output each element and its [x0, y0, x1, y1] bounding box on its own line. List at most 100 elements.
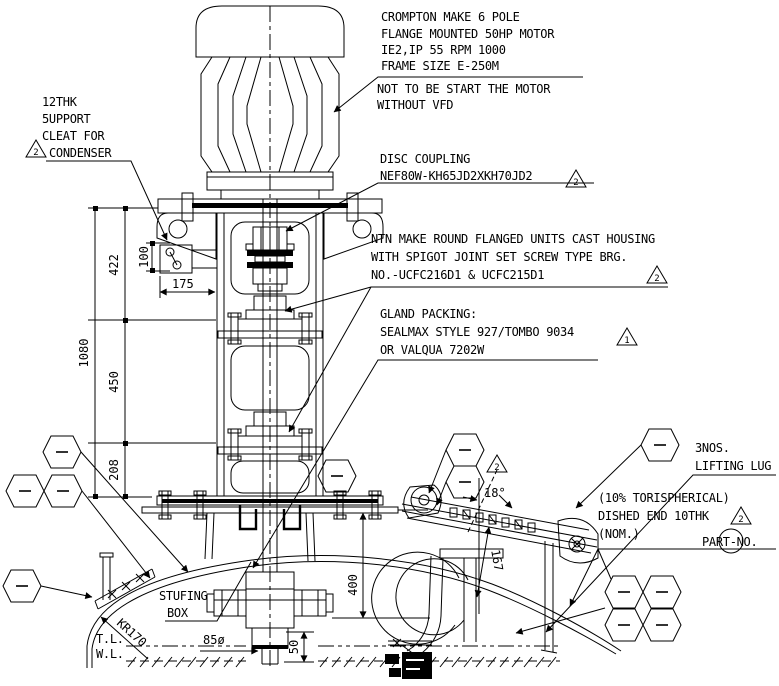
balloon-hex [640, 428, 680, 462]
dim-85-text: 85ø [203, 633, 225, 647]
revision-triangle-cleat: 2 [25, 139, 47, 158]
stuffing-box [238, 505, 302, 531]
pipe-bend-inner [395, 558, 469, 636]
dim-400: 400 [332, 512, 430, 619]
wl-section-detail [385, 638, 432, 679]
dim-50: 50 [284, 631, 314, 663]
head-lug-assembly [371, 484, 599, 659]
note-box: BOX [167, 606, 189, 620]
balloon-hex [43, 474, 83, 508]
note-bearing-line3: NO.-UCFC216D1 & UCFC215D1 [371, 268, 544, 282]
note-support-cleat: 12THK 5UPPORT CLEAT FOR CONDENSER 2 [25, 95, 168, 241]
track-left-lug [403, 484, 442, 519]
balloon-hex [445, 433, 485, 467]
column-window-2 [230, 345, 310, 411]
dim-450: 450 [107, 371, 121, 393]
note-gland-packing: GLAND PACKING: SEALMAX STYLE 927/TOMBO 9… [252, 307, 638, 569]
note-disc-coupling: DISC COUPLING NEF80W-KH65JD2XKH70JD2 2 [285, 152, 594, 232]
note-motor-line3: IE2,IP 55 RPM 1000 [381, 43, 506, 57]
note-lug-line1: 3NOS. [695, 441, 730, 455]
revision-triangle-bearing: 2 [646, 265, 668, 284]
note-motor-line1: CROMPTON MAKE 6 POLE [381, 10, 520, 24]
note-gland-line2: SEALMAX STYLE 927/TOMBO 9034 [380, 325, 574, 339]
column-window-1 [230, 221, 310, 295]
note-dished-line1: (10% TORISPHERICAL) [598, 491, 730, 505]
balloon-hex [5, 474, 45, 508]
drive-column [216, 199, 324, 572]
dim-208: 208 [107, 459, 121, 481]
balloon-hex [642, 575, 682, 609]
note-motor-line4: FRAME SIZE E-250M [381, 59, 499, 73]
dim-1080: 1080 [77, 339, 91, 368]
balloon-hex [317, 459, 357, 493]
column-window-3 [230, 460, 310, 494]
note-cleat-line1: 12THK [42, 95, 78, 109]
note-coupling-line2: NEF80W-KH65JD2XKH70JD2 [380, 169, 532, 183]
revision-triangle-angle: 2 [486, 454, 508, 473]
bearing-unit-1 [217, 295, 323, 345]
track-right-lug [557, 517, 599, 564]
note-dished-end: (10% TORISPHERICAL) DISHED END 10THK 2 (… [569, 491, 776, 607]
motor-stool [156, 192, 384, 260]
note-stufing: STUFING [159, 589, 208, 603]
balloon-leaders [40, 444, 642, 635]
condenser-cleat-on-head [94, 552, 156, 610]
dim-175: 175 [172, 277, 194, 291]
dim-85: 85ø [200, 633, 259, 655]
revision-triangle-dished: 2 [730, 506, 752, 525]
note-bearing: NTN MAKE ROUND FLANGED UNITS CAST HOUSIN… [284, 232, 668, 433]
down-pipe-1 [406, 555, 432, 652]
note-bearing-line1: NTN MAKE ROUND FLANGED UNITS CAST HOUSIN… [371, 232, 655, 246]
pipe-bend-outer [371, 551, 460, 645]
dim-400-text: 400 [346, 574, 360, 596]
note-cleat-line4: CONDENSER [49, 146, 112, 160]
svg-text:1: 1 [624, 336, 629, 346]
dim-422: 422 [107, 254, 121, 276]
stool-lug-right [323, 212, 384, 260]
dim-left-chain: 422 450 208 1080 [77, 206, 216, 499]
stool-lug-left [156, 212, 217, 260]
bearing-unit-2 [217, 411, 323, 461]
balloon-hex [445, 465, 485, 499]
note-gland-line3: OR VALQUA 7202W [380, 343, 485, 357]
note-bearing-line2: WITH SPIGOT JOINT SET SCREW TYPE BRG. [371, 250, 627, 264]
part-no-balloon-circle [718, 528, 744, 554]
note-lug-line2: LIFTING LUG [695, 459, 771, 473]
note-coupling-line1: DISC COUPLING [380, 152, 470, 166]
ground-hatch-left [127, 656, 245, 668]
svg-text:2: 2 [33, 148, 38, 158]
dim-167-text: 167 [488, 548, 506, 572]
water-line-label: W.L. [96, 647, 124, 661]
note-cleat-line3: CLEAT FOR [42, 129, 105, 143]
dim-cleat: 100 175 [137, 241, 217, 298]
base-plate [141, 490, 428, 562]
upper-support-cleat [159, 244, 217, 274]
note-dished-line3: (NOM.) [598, 527, 640, 541]
dim-100: 100 [137, 246, 151, 268]
dim-18-text: 18° [484, 486, 506, 500]
tangent-water-lines [126, 645, 560, 668]
svg-text:2: 2 [738, 515, 743, 525]
dim-50-text: 50 [287, 640, 301, 654]
dim-lug-angle: 18° 167 [462, 469, 513, 614]
note-motor-warning1: NOT TO BE START THE MOTOR [377, 82, 551, 96]
part-no-label: PART-NO. [702, 535, 757, 549]
note-motor: CROMPTON MAKE 6 POLE FLANGE MOUNTED 50HP… [333, 10, 583, 113]
balloon-hex [604, 575, 644, 609]
cleat-bolt-marks [107, 573, 145, 599]
balloon-hex [604, 608, 644, 642]
balloon-hex [2, 569, 42, 603]
revision-triangle-coupling: 2 [565, 169, 587, 188]
note-lifting-lug: 3NOS. LIFTING LUG [545, 441, 776, 633]
note-motor-warning2: WITHOUT VFD [377, 98, 453, 112]
note-cleat-line2: 5UPPORT [42, 112, 91, 126]
base-gussets [204, 512, 316, 562]
svg-text:2: 2 [494, 463, 499, 473]
stool-flange [157, 198, 383, 214]
note-gland-line1: GLAND PACKING: [380, 307, 477, 321]
t-bracket [439, 548, 504, 559]
tangent-line-label: T.L. [96, 632, 124, 646]
ground-hatch-right [319, 656, 557, 668]
